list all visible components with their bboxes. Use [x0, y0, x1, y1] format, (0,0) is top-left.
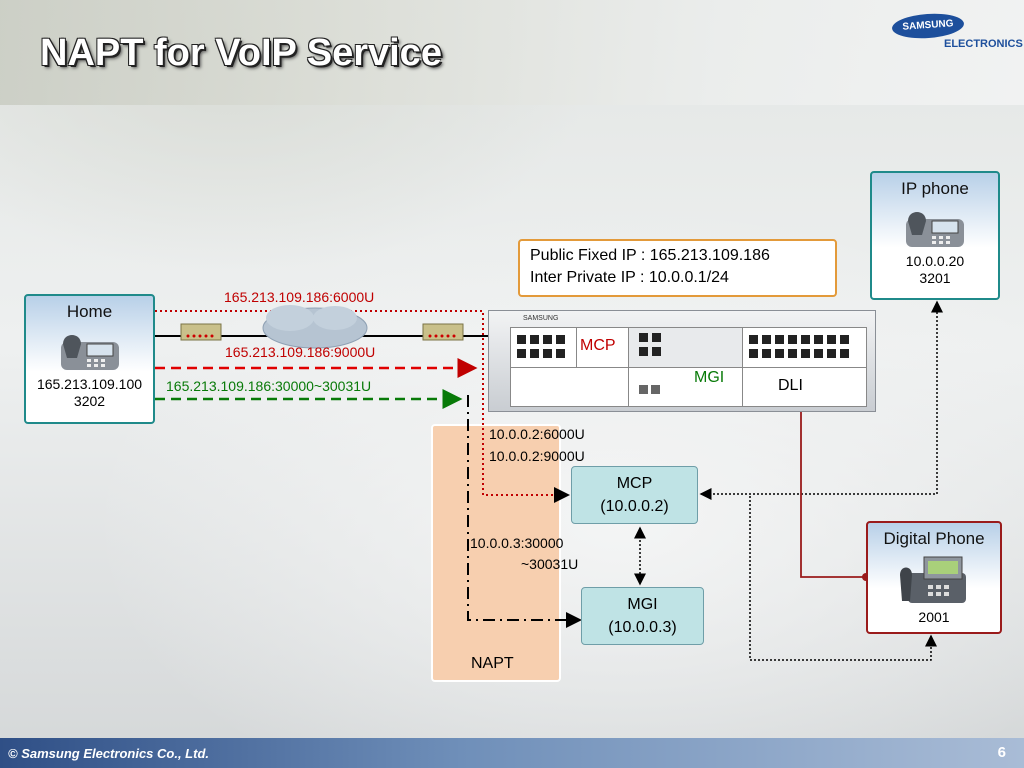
ip-phone-ip: 10.0.0.20 [905, 253, 965, 269]
mcp-ipphone-link [699, 300, 943, 500]
dli-digital-link [800, 391, 866, 578]
private-rtp-label: 10.0.0.3:30000 [470, 535, 564, 551]
media-port-label: 165.213.109.186:9000U [225, 344, 376, 360]
digital-phone-extension: 2001 [918, 609, 950, 625]
mcp-ip: (10.0.0.2) [600, 498, 669, 515]
copyright-text: © Samsung Electronics Co., Ltd. [8, 746, 209, 761]
officeserv-chassis: SAMSUNG MCP MGI DLI [488, 310, 876, 412]
digital-phone-label: Digital Phone [883, 529, 985, 548]
footer-band [0, 738, 1024, 768]
chassis-left-slot [510, 327, 578, 369]
router-icon-right [422, 323, 464, 341]
private-signal-label: 10.0.0.2:6000U [489, 426, 585, 442]
slide-title: NAPT for VoIP Service [40, 32, 442, 74]
chassis-dli-slot [742, 367, 867, 407]
private-media-label: 10.0.0.2:9000U [489, 448, 585, 464]
page-number: 6 [997, 744, 1006, 761]
home-label: Home [66, 302, 113, 321]
mcp-name: MCP [616, 475, 653, 492]
mcp-box: MCP (10.0.0.2) [571, 466, 698, 524]
rtp-port-label: 165.213.109.186:30000~30031U [166, 378, 372, 394]
signal-port-label: 165.213.109.186:6000U [224, 289, 375, 305]
ip-phone-extension: 3201 [919, 270, 951, 286]
ip-phone-icon [60, 335, 119, 370]
mgi-box: MGI (10.0.0.3) [581, 587, 704, 645]
mgi-ip: (10.0.0.3) [608, 619, 677, 636]
chassis-mcp-label: MCP [580, 337, 616, 354]
ip-phone-icon [906, 212, 964, 247]
ip-phone-box: IP phone 10.0.0.20 3201 [870, 171, 1000, 300]
signal-path [155, 310, 570, 503]
public-ip-info: Public Fixed IP : 165.213.109.186 Inter … [518, 239, 837, 297]
ip-phone-label: IP phone [901, 179, 969, 198]
mgi-digital-link [749, 496, 937, 661]
chassis-brand: SAMSUNG [523, 315, 559, 322]
digital-phone-icon [900, 556, 966, 603]
private-rtp-range-label: ~30031U [521, 556, 579, 572]
napt-block [431, 424, 561, 682]
home-phone-box: Home 165.213.109.100 3202 [24, 294, 155, 424]
chassis-dli-label: DLI [778, 377, 803, 394]
chassis-right-slot [742, 327, 867, 369]
rtp-private-path [467, 395, 582, 628]
digital-phone-box: Digital Phone 2001 [866, 521, 1002, 634]
napt-label: NAPT [471, 655, 514, 672]
chassis-mgi-label: MGI [694, 369, 725, 386]
chassis-bottom-left [510, 367, 630, 407]
mgi-name: MGI [627, 596, 658, 613]
home-ip: 165.213.109.100 [36, 376, 143, 392]
public-ip-line: Public Fixed IP : 165.213.109.186 [530, 247, 770, 264]
header-band [0, 0, 1024, 105]
router-icon-left [180, 323, 222, 341]
private-ip-line: Inter Private IP : 10.0.0.1/24 [530, 269, 729, 286]
logo-subtitle: ELECTRONICS [944, 38, 1023, 50]
home-extension: 3202 [73, 393, 106, 409]
samsung-logo: SAMSUNG ELECTRONICS [891, 11, 1023, 54]
